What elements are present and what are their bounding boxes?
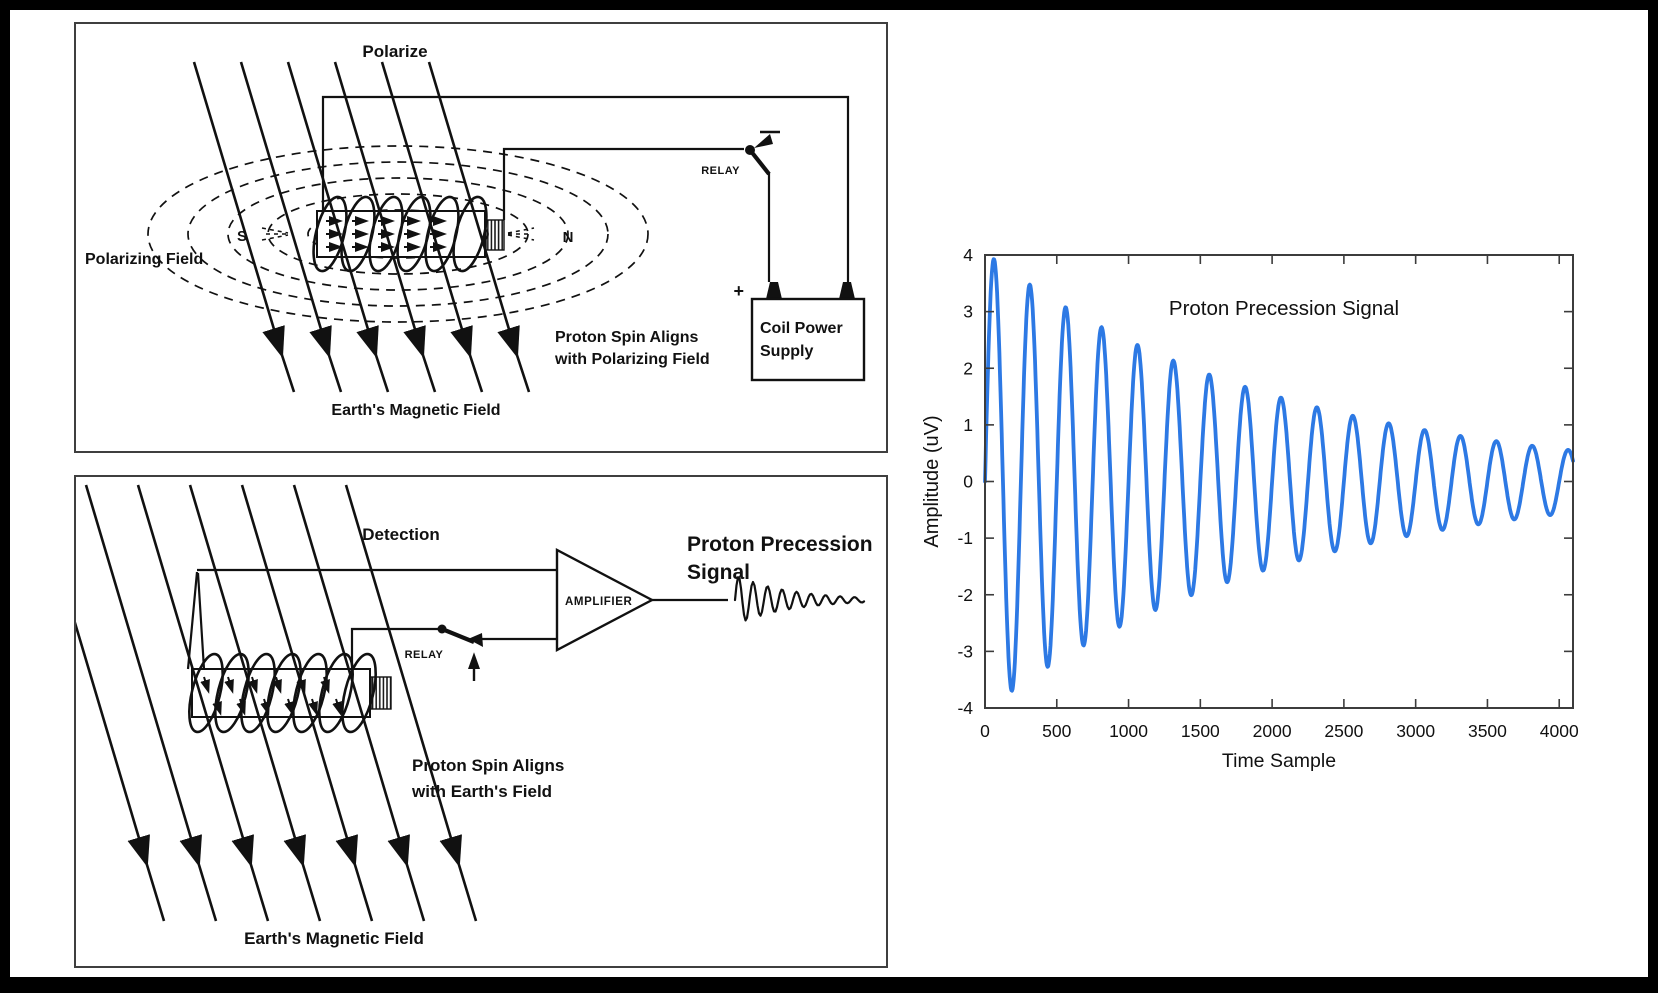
x-axis-label: Time Sample [1222, 750, 1336, 772]
circuit-wires [186, 568, 728, 670]
earth-field-lines [76, 484, 478, 922]
x-tick-label: 1000 [1109, 721, 1148, 741]
spin-caption-line1: Proton Spin Aligns [412, 756, 564, 775]
relay-label: RELAY [405, 649, 444, 661]
polarizing-coil [312, 195, 488, 273]
precession-signal-waveform [733, 576, 866, 622]
polarize-title: Polarize [362, 42, 427, 61]
earth-field-label: Earth's Magnetic Field [331, 402, 500, 419]
coil-core-connector [485, 219, 505, 251]
chart-title: Proton Precession Signal [1169, 297, 1399, 320]
x-tick-label: 2500 [1324, 721, 1363, 741]
y-tick-label: -1 [957, 528, 973, 548]
coil-power-supply [750, 282, 866, 382]
panel-detection: Detection RELAY AMPLIFIER Proton Precess… [74, 475, 888, 968]
proton-precession-chart: 0 500 1000 1500 2000 2500 3000 3500 4000 -4 -3 -2 -1… [921, 245, 1579, 772]
spin-caption-line2: with Polarizing Field [554, 351, 710, 368]
y-tick-label: 2 [963, 358, 973, 378]
x-tick-label: 4000 [1540, 721, 1579, 741]
relay-switch [437, 624, 483, 681]
earth-field-lines [192, 61, 531, 393]
y-tick-label: -3 [957, 641, 973, 661]
proton-spin-arrows [200, 676, 342, 716]
pole-flux-dashes [261, 227, 535, 241]
x-tick-label: 1500 [1181, 721, 1220, 741]
spin-caption-line2: with Earth's Field [411, 782, 552, 801]
y-axis-label: Amplitude (uV) [921, 415, 943, 547]
y-tick-label: -4 [957, 698, 973, 718]
y-tick-label: 0 [963, 472, 973, 492]
x-tick-label: 2000 [1253, 721, 1292, 741]
signal-caption-line1: Proton Precession [687, 533, 873, 556]
proton-spin-arrows [326, 216, 447, 252]
polarize-diagram: Polarize Polarizing Field S N RELAY + Co… [85, 42, 866, 419]
circuit-wires [321, 95, 850, 282]
x-tick-label: 0 [980, 721, 990, 741]
relay-label: RELAY [701, 165, 740, 177]
detection-diagram: Detection RELAY AMPLIFIER Proton Precess… [76, 484, 873, 948]
precession-chart-area: 0 500 1000 1500 2000 2500 3000 3500 4000 -4 -3 -2 -1… [880, 215, 1648, 795]
coil-core-connector [370, 676, 392, 710]
polarizing-field-label: Polarizing Field [85, 251, 203, 268]
amplifier-symbol [555, 548, 655, 652]
signal-line [983, 257, 1575, 693]
x-tick-label: 3500 [1468, 721, 1507, 741]
panel-polarize: Polarize Polarizing Field S N RELAY + Co… [74, 22, 888, 453]
x-tick-label: 3000 [1396, 721, 1435, 741]
earth-field-label: Earth's Magnetic Field [244, 929, 424, 948]
detection-title: Detection [362, 525, 439, 544]
power-supply-label-line2: Supply [760, 343, 813, 360]
plus-terminal-label: + [733, 281, 744, 301]
relay-switch [745, 130, 780, 176]
amplifier-label: AMPLIFIER [565, 596, 632, 608]
power-supply-label-line1: Coil Power [760, 320, 843, 337]
north-pole-label: N [563, 229, 574, 246]
south-pole-label: S [237, 228, 247, 245]
y-tick-label: 3 [963, 302, 973, 322]
x-tick-label: 500 [1042, 721, 1071, 741]
y-tick-label: 1 [963, 415, 973, 435]
spin-caption-line1: Proton Spin Aligns [555, 329, 699, 346]
signal-caption-line2: Signal [687, 561, 750, 584]
y-tick-label: -2 [957, 585, 973, 605]
y-tick-label: 4 [963, 245, 973, 265]
